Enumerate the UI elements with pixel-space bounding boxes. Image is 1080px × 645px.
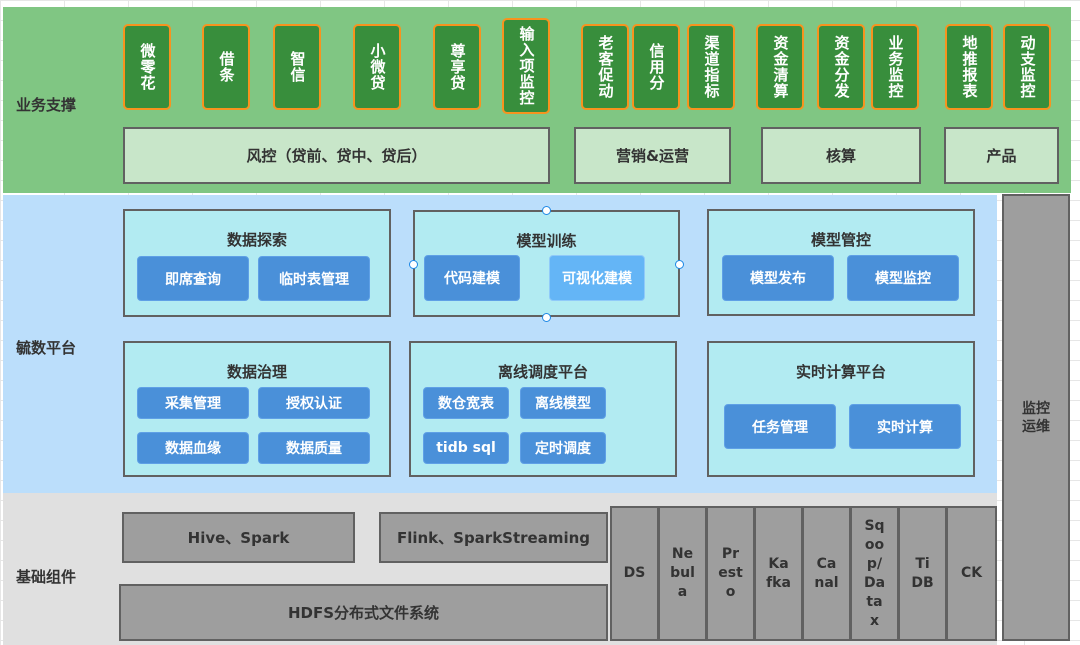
chip-visual-modeling[interactable]: 可视化建模 [549, 255, 645, 301]
product-label: 资金清算 [771, 35, 790, 99]
product-box[interactable]: 信用分 [632, 24, 680, 110]
monitoring-ops[interactable]: 监控运维 [1002, 194, 1070, 641]
product-label: 微零花 [138, 43, 157, 91]
group-title: 数据探索 [226, 231, 287, 249]
product-box[interactable]: 微零花 [123, 24, 171, 110]
category-marketing[interactable]: 营销&运营 [574, 127, 731, 184]
product-box[interactable]: 渠道指标 [687, 24, 735, 110]
product-box[interactable]: 小微贷 [353, 24, 401, 110]
product-label: 尊享贷 [448, 43, 467, 91]
group-title: 实时计算平台 [795, 363, 886, 381]
tech-nebula[interactable]: Nebula [658, 506, 707, 641]
layer-label-platform: 毓数平台 [16, 339, 77, 357]
chip-model-release[interactable]: 模型发布 [722, 255, 834, 301]
product-label: 渠道指标 [702, 35, 721, 99]
tech-presto[interactable]: Presto [706, 506, 755, 641]
product-label: 动支监控 [1018, 35, 1037, 99]
product-label: 业务监控 [886, 35, 905, 99]
product-box[interactable]: 智信 [273, 24, 321, 110]
product-box[interactable]: 借条 [202, 24, 250, 110]
product-label: 智信 [288, 51, 307, 83]
tech-ck[interactable]: CK [946, 506, 997, 641]
base-hdfs[interactable]: HDFS分布式文件系统 [119, 584, 608, 641]
ops-label: 监控运维 [1022, 400, 1050, 435]
chip-task-mgmt[interactable]: 任务管理 [724, 404, 836, 449]
tech-ds[interactable]: DS [610, 506, 659, 641]
product-label: 资金分发 [832, 35, 851, 99]
group-model-control[interactable]: 模型管控 模型发布 模型监控 [707, 209, 975, 316]
product-box[interactable]: 资金分发 [817, 24, 865, 110]
layer-label-business: 业务支撑 [16, 96, 77, 114]
chip-model-monitor[interactable]: 模型监控 [847, 255, 959, 301]
resize-handle-right[interactable] [675, 260, 684, 269]
chip-offline-model[interactable]: 离线模型 [520, 387, 606, 419]
group-realtime-compute[interactable]: 实时计算平台 任务管理 实时计算 [707, 341, 975, 477]
group-data-exploration[interactable]: 数据探索 即席查询 临时表管理 [123, 209, 391, 317]
group-offline-scheduling[interactable]: 离线调度平台 数仓宽表 离线模型 tidb sql 定时调度 [409, 341, 677, 477]
chip-data-lineage[interactable]: 数据血缘 [137, 432, 249, 464]
resize-handle-bottom[interactable] [542, 313, 551, 322]
tech-kafka[interactable]: Kafka [754, 506, 803, 641]
product-box[interactable]: 尊享贷 [433, 24, 481, 110]
product-box[interactable]: 老客促动 [581, 24, 629, 110]
product-box[interactable]: 地推报表 [945, 24, 993, 110]
base-hive-spark[interactable]: Hive、Spark [122, 512, 355, 563]
group-data-governance[interactable]: 数据治理 采集管理 授权认证 数据血缘 数据质量 [123, 341, 391, 477]
product-box[interactable]: 业务监控 [871, 24, 919, 110]
group-title: 离线调度平台 [497, 363, 588, 381]
group-model-training[interactable]: 模型训练 代码建模 可视化建模 [413, 210, 680, 317]
chip-auth[interactable]: 授权认证 [258, 387, 370, 419]
layer-label-base: 基础组件 [16, 568, 77, 586]
chip-code-modeling[interactable]: 代码建模 [424, 255, 520, 301]
chip-scheduled-jobs[interactable]: 定时调度 [520, 432, 606, 464]
chip-realtime-compute[interactable]: 实时计算 [849, 404, 961, 449]
product-label: 老客促动 [596, 35, 615, 99]
product-label: 地推报表 [960, 35, 979, 99]
chip-adhoc-query[interactable]: 即席查询 [137, 256, 249, 301]
group-title: 数据治理 [226, 363, 287, 381]
chip-dw-wide-table[interactable]: 数仓宽表 [423, 387, 509, 419]
category-accounting[interactable]: 核算 [761, 127, 921, 184]
chip-data-quality[interactable]: 数据质量 [258, 432, 370, 464]
category-product[interactable]: 产品 [944, 127, 1059, 184]
product-label: 小微贷 [368, 43, 387, 91]
tech-sqoop-datax[interactable]: Sqoop/Datax [850, 506, 899, 641]
product-label: 借条 [217, 51, 236, 83]
chip-temp-table-mgmt[interactable]: 临时表管理 [258, 256, 370, 301]
category-risk-control[interactable]: 风控（贷前、贷中、贷后） [123, 127, 550, 184]
product-box[interactable]: 资金清算 [756, 24, 804, 110]
resize-handle-left[interactable] [409, 260, 418, 269]
group-title: 模型训练 [516, 232, 577, 250]
chip-tidb-sql[interactable]: tidb sql [423, 432, 509, 464]
group-title: 模型管控 [810, 231, 871, 249]
base-flink-sparkstreaming[interactable]: Flink、SparkStreaming [379, 512, 608, 563]
product-box[interactable]: 输入项监控 [502, 18, 550, 114]
resize-handle-top[interactable] [542, 206, 551, 215]
chip-collection-mgmt[interactable]: 采集管理 [137, 387, 249, 419]
product-box[interactable]: 动支监控 [1003, 24, 1051, 110]
product-label: 信用分 [647, 43, 666, 91]
product-label: 输入项监控 [517, 26, 536, 106]
tech-tidb[interactable]: TiDB [898, 506, 947, 641]
tech-canal[interactable]: Canal [802, 506, 851, 641]
